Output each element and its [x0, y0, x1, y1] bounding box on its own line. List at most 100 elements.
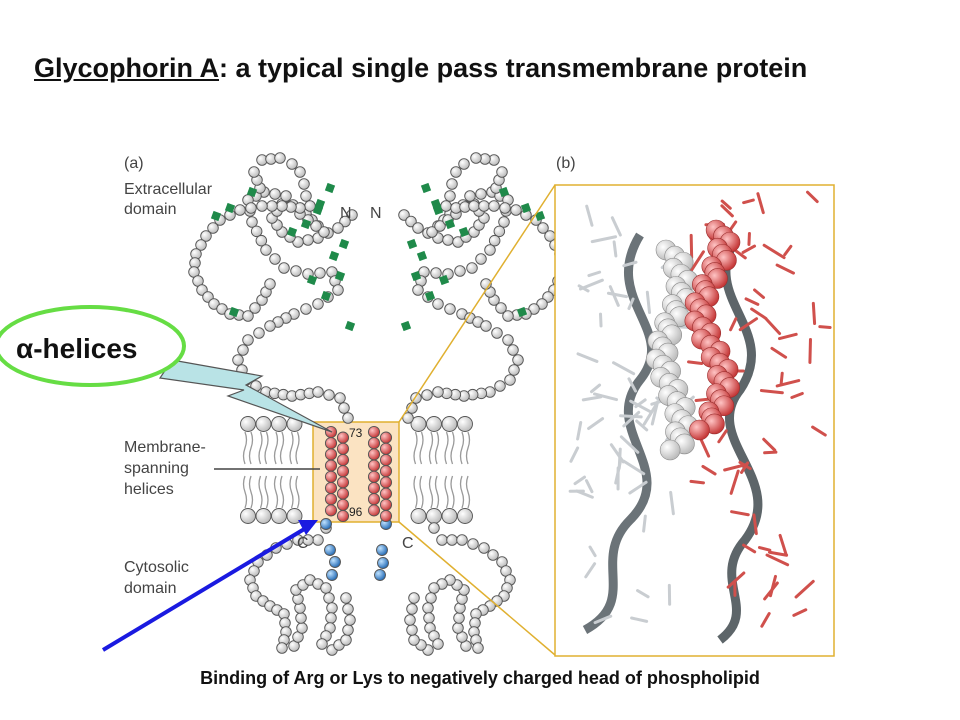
- callout-word: -helices: [33, 333, 137, 364]
- helix-residue-bead: [367, 470, 381, 483]
- amino-acid-bead: [256, 200, 268, 212]
- red-side-chain: [792, 608, 808, 617]
- lipid-tail: [444, 431, 449, 465]
- helix-residue-bead: [336, 431, 350, 444]
- gray-side-chain: [612, 240, 618, 258]
- title-rest: : a typical single pass transmembrane pr…: [219, 53, 808, 83]
- amino-acid-bead: [323, 389, 335, 401]
- lipid-tail: [465, 431, 471, 465]
- gray-side-chain: [627, 297, 635, 311]
- amino-acid-bead: [200, 230, 212, 242]
- gray-side-chain: [584, 479, 594, 494]
- lipid-tail: [413, 475, 418, 509]
- lipid-tail: [258, 475, 263, 509]
- lipid-tail: [273, 475, 279, 509]
- lipid-head-top: [441, 416, 458, 432]
- amino-acid-bead: [442, 234, 454, 246]
- red-side-chain: [763, 450, 778, 455]
- lipid-tail: [428, 475, 434, 509]
- residue-96-label: 96: [349, 505, 363, 519]
- helix-residue-bead: [367, 504, 381, 517]
- amino-acid-bead: [510, 204, 522, 216]
- helix-residue-bead: [324, 459, 338, 472]
- helix-residue-bead: [367, 437, 381, 450]
- sugar-marker: [320, 290, 332, 302]
- amino-acid-bead: [446, 178, 458, 190]
- lipid-head-bottom: [271, 508, 287, 524]
- amino-acid-bead: [250, 225, 263, 238]
- amino-acid-bead: [432, 638, 444, 650]
- red-side-chain: [757, 546, 772, 552]
- arrow-head: [298, 520, 318, 535]
- lipid-tail: [450, 431, 455, 465]
- red-side-chain: [762, 243, 786, 260]
- gray-side-chain: [636, 589, 650, 599]
- lipid-tail: [289, 431, 294, 465]
- amino-acid-bead: [498, 216, 510, 228]
- page-title: Glycophorin A: a typical single pass tra…: [34, 50, 914, 86]
- red-side-chain: [720, 199, 732, 210]
- sugar-marker: [224, 202, 236, 214]
- lipid-head-bottom: [426, 508, 442, 524]
- sugar-marker: [458, 226, 470, 238]
- helix-residue-bead: [379, 465, 393, 478]
- sugar-marker: [306, 274, 318, 286]
- amino-acid-bead: [408, 634, 420, 646]
- red-side-chain: [729, 317, 738, 332]
- amino-acid-bead: [312, 298, 324, 310]
- amino-acid-bead: [312, 534, 324, 546]
- transmembrane-helices: [324, 425, 393, 523]
- amino-acid-bead: [248, 166, 260, 178]
- helix-residue-bead: [336, 509, 350, 523]
- amino-acid-bead: [342, 412, 354, 424]
- sugar-marker: [534, 210, 546, 222]
- red-side-chain: [762, 437, 777, 452]
- figure-caption: Binding of Arg or Lys to negatively char…: [200, 668, 760, 688]
- helix-residue-bead: [379, 509, 393, 523]
- helix-residue-bead: [367, 481, 381, 495]
- red-side-chain: [778, 332, 798, 341]
- helix-residue-bead: [336, 465, 350, 478]
- gray-side-chain: [642, 514, 647, 533]
- amino-acid-bead: [434, 220, 446, 232]
- helix-residue-bead: [324, 448, 338, 461]
- red-side-chain: [701, 464, 717, 476]
- amino-acid-bead: [452, 622, 464, 634]
- amino-acid-bead: [323, 592, 335, 604]
- basic-residue-bead: [376, 544, 388, 556]
- helix-residue-bead: [336, 442, 350, 455]
- amino-acid-bead: [316, 638, 328, 650]
- helix-residue-bead: [324, 504, 338, 517]
- gray-side-chain: [630, 616, 649, 623]
- red-side-chain: [770, 346, 788, 359]
- amino-acid-bead: [304, 200, 316, 212]
- amino-acid-bead: [340, 634, 352, 646]
- lipid-head-top: [255, 416, 272, 432]
- amino-acid-bead: [269, 253, 281, 265]
- amino-acid-bead: [426, 226, 438, 238]
- lipid-tail: [459, 431, 465, 465]
- helix-residue-bead: [336, 453, 350, 467]
- red-side-chain: [717, 429, 728, 444]
- amino-acid-bead: [504, 374, 516, 386]
- sugar-marker: [338, 238, 350, 250]
- gray-side-chain: [622, 410, 641, 428]
- amino-acid-bead: [264, 278, 276, 290]
- gray-side-chain: [634, 398, 647, 409]
- gray-side-chain: [590, 235, 618, 244]
- red-side-chain: [764, 317, 782, 336]
- red-side-chain: [742, 198, 755, 205]
- cytosolic-label-1: Cytosolic: [124, 559, 189, 576]
- red-side-chain: [740, 461, 750, 474]
- lipid-head-top: [240, 416, 256, 432]
- amino-acid-bead: [406, 624, 418, 636]
- gray-side-chain: [587, 417, 605, 431]
- red-atom-sphere: [689, 419, 710, 441]
- amino-acid-bead: [338, 402, 350, 414]
- red-side-chain: [689, 479, 705, 485]
- lipid-tail: [465, 475, 471, 509]
- amino-acid-bead: [242, 334, 254, 346]
- extracellular-label-2: domain: [124, 201, 176, 218]
- amino-acid-bead: [404, 614, 416, 626]
- red-side-chain: [723, 463, 748, 472]
